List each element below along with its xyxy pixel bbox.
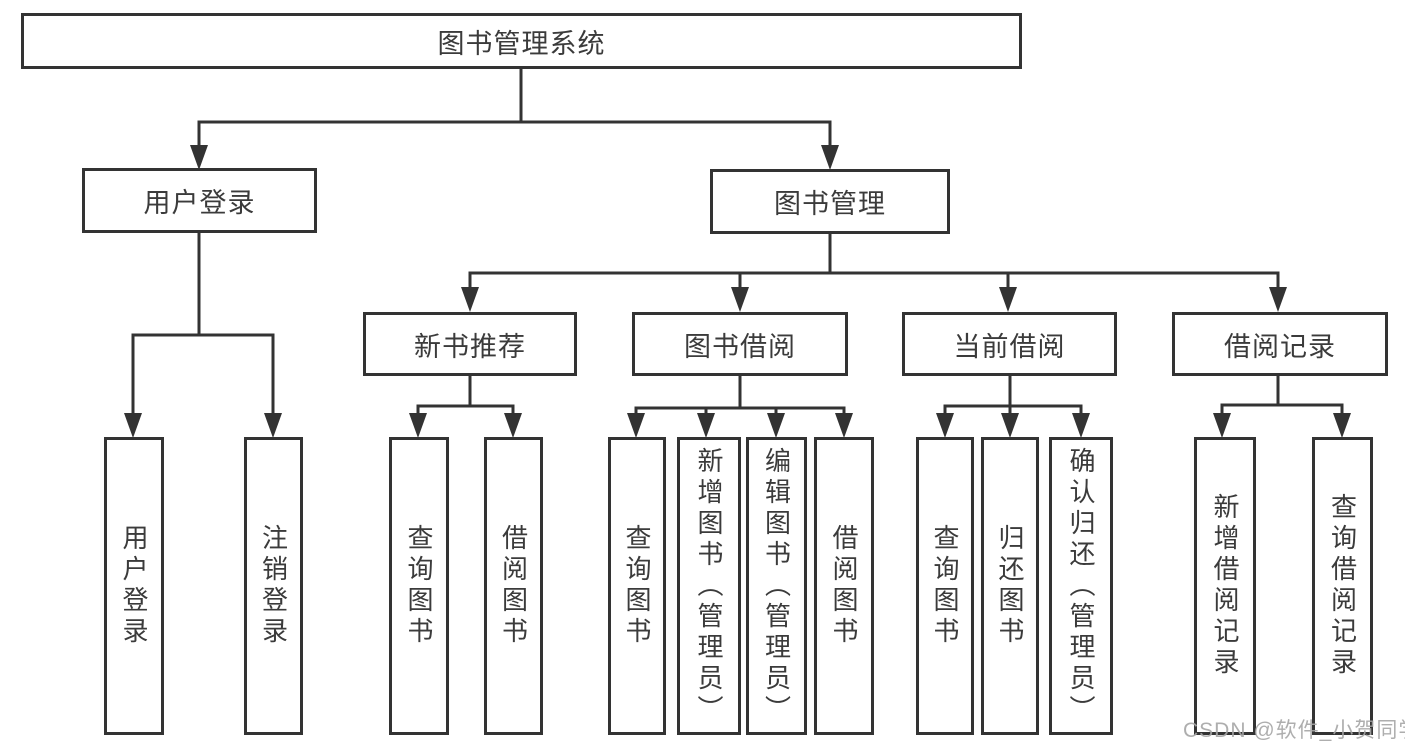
node-book-borrowing: 图书借阅 (632, 312, 848, 376)
leaf-user-login: 用户登录 (104, 437, 164, 735)
arrowheads (124, 145, 1351, 438)
node-new-book-recommendation: 新书推荐 (363, 312, 577, 376)
leaf-edit-books-admin: 编辑图书（管理员） (746, 437, 807, 735)
leaf-logout: 注销登录 (244, 437, 303, 735)
node-library-management-system: 图书管理系统 (21, 13, 1022, 69)
leaf-add-borrow-record: 新增借阅记录 (1194, 437, 1256, 735)
leaf-query-books-current: 查询图书 (916, 437, 974, 735)
leaf-query-books-recommend: 查询图书 (389, 437, 449, 735)
leaf-borrow-books-recommend: 借阅图书 (484, 437, 543, 735)
leaf-add-books-admin: 新增图书（管理员） (677, 437, 741, 735)
node-current-borrowing: 当前借阅 (902, 312, 1117, 376)
leaf-query-borrow-record: 查询借阅记录 (1312, 437, 1373, 735)
leaf-confirm-return-admin: 确认归还（管理员） (1049, 437, 1113, 735)
node-borrowing-records: 借阅记录 (1172, 312, 1388, 376)
leaf-borrow-books-borrow: 借阅图书 (814, 437, 874, 735)
node-user-login: 用户登录 (82, 168, 317, 233)
watermark: CSDN @软件_小贺同学 (1183, 719, 1405, 742)
leaf-query-books-borrow: 查询图书 (608, 437, 666, 735)
leaf-return-books: 归还图书 (981, 437, 1039, 735)
node-book-management: 图书管理 (710, 169, 950, 234)
